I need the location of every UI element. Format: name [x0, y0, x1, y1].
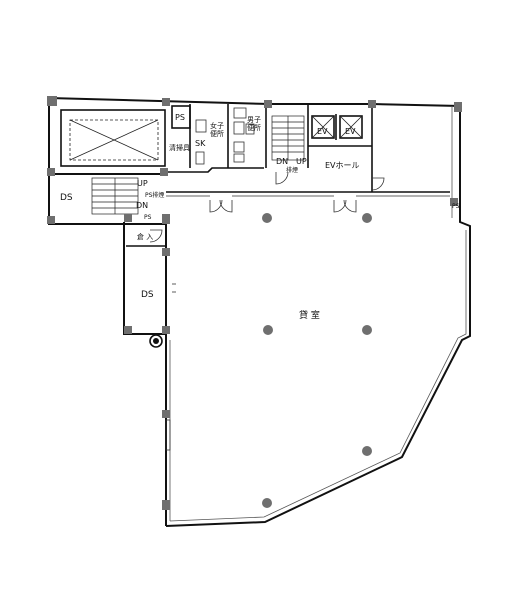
label-office: 貸 室 — [299, 309, 320, 321]
label-ev2: EV — [345, 127, 356, 136]
label-ps-right: PS — [452, 203, 460, 210]
corner-column — [149, 334, 163, 348]
label-sk: SK — [195, 139, 206, 148]
label-shaft: 排煙 — [286, 166, 298, 174]
wc-fixtures — [195, 107, 255, 165]
label-cleaning: 清掃具 — [169, 143, 190, 152]
label-ps-small: PS — [144, 214, 152, 221]
label-ps: PS — [175, 113, 185, 122]
label-ds-lower: DS — [141, 290, 154, 300]
label-storage: 倉 入 — [137, 232, 153, 241]
label-up: UP — [137, 179, 148, 188]
label-dn: DN — [136, 201, 148, 210]
left-wall-marks — [165, 283, 176, 451]
label-mens-wc: 男子便所 — [247, 116, 261, 132]
label-ps-vent: PS排煙 — [145, 191, 164, 199]
label-dn2: DN — [276, 157, 288, 166]
label-ev1: EV — [317, 127, 328, 136]
building-outline — [48, 97, 471, 527]
doors — [149, 171, 450, 243]
shaft-cross — [69, 119, 159, 161]
stair-left — [91, 177, 139, 215]
interior-columns — [262, 213, 372, 508]
columns — [47, 96, 462, 510]
core-walls — [60, 104, 450, 247]
label-womens-wc: 女子便所 — [210, 121, 224, 138]
stair-center — [271, 115, 305, 161]
label-ev-hall: EVホール — [325, 161, 360, 170]
label-ds-upper: DS — [60, 193, 73, 203]
elevator-shafts — [311, 115, 363, 139]
label-up2: UP — [296, 157, 307, 166]
